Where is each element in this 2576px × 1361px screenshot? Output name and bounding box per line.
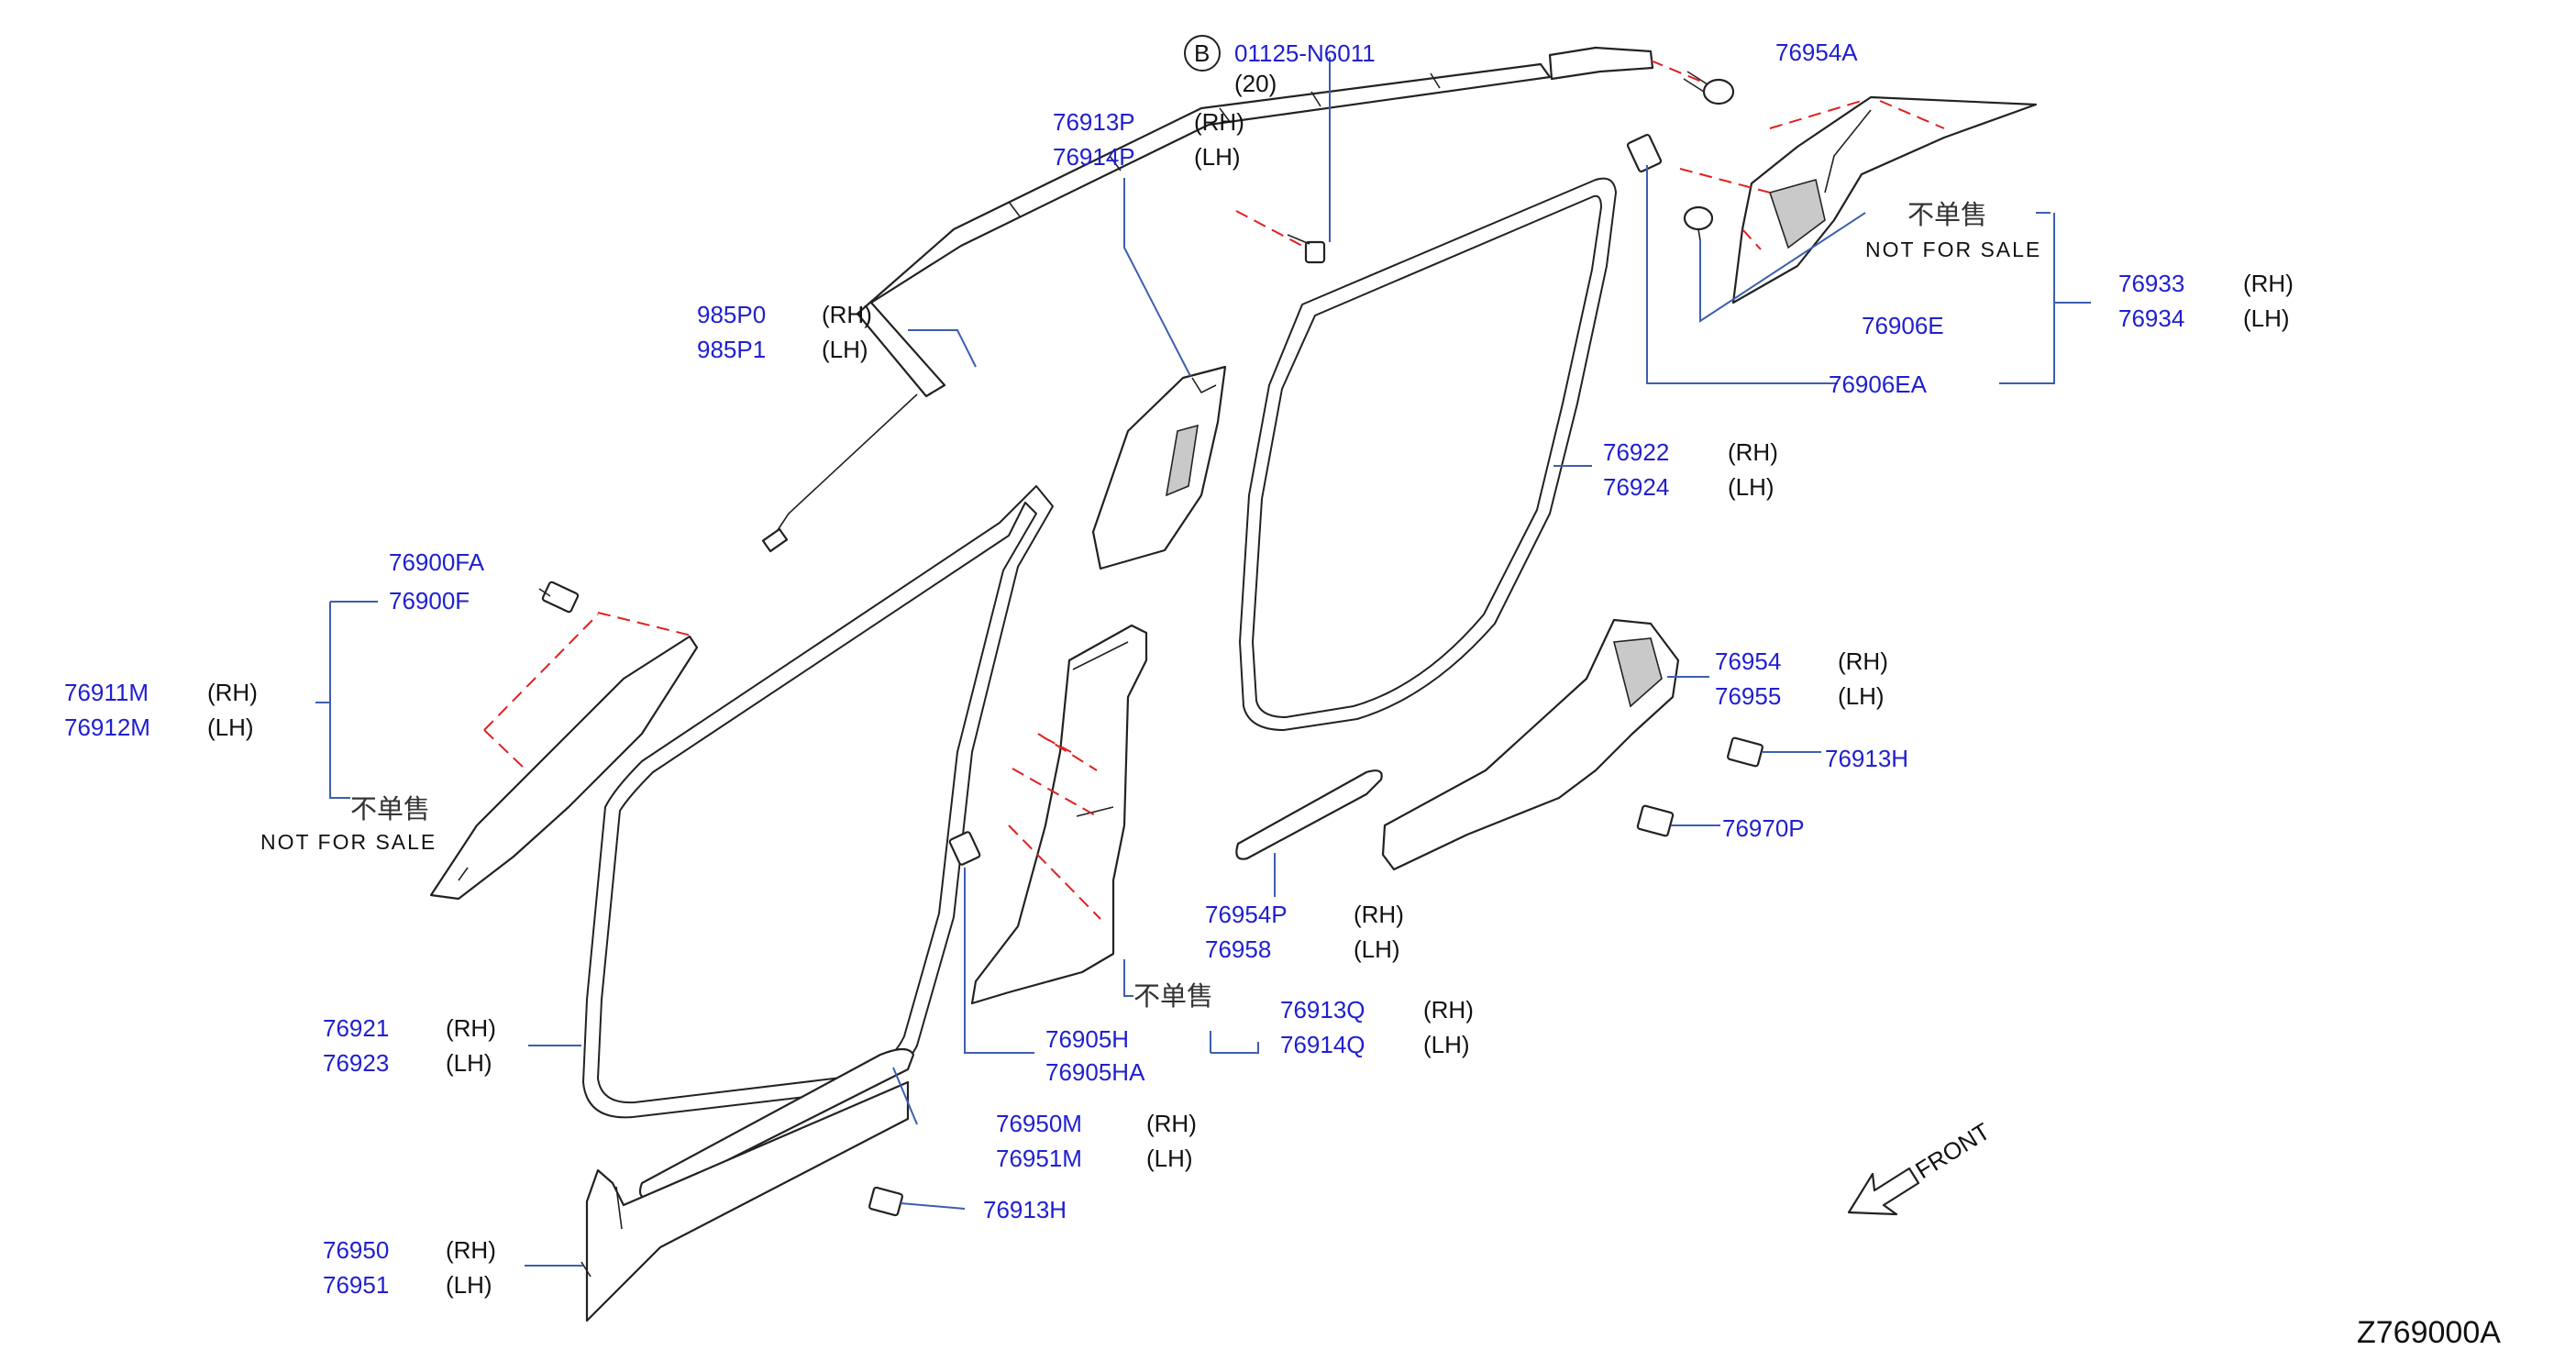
label-76954P-side: (RH) (1354, 901, 1404, 928)
label-76911M[interactable]: 76911M (64, 679, 149, 706)
label-76913H-upper[interactable]: 76913H (1825, 745, 1908, 772)
label-76954-side: (RH) (1838, 647, 1888, 675)
label-76951[interactable]: 76951 (323, 1271, 389, 1299)
center-pillar-lower[interactable] (970, 624, 1148, 1005)
clip-76913H-lower[interactable] (868, 1186, 903, 1217)
label-985P1-side: (LH) (822, 336, 868, 363)
label-76954P[interactable]: 76954P (1205, 901, 1288, 928)
label-76950M[interactable]: 76950M (996, 1110, 1082, 1137)
label-76934[interactable]: 76934 (2118, 304, 2184, 332)
label-76933-side: (RH) (2243, 270, 2294, 297)
not-for-sale-cjk-rear: 不单售 (1907, 199, 1987, 230)
b-pillar-upper-garnish[interactable] (1091, 365, 1227, 570)
label-76900FA[interactable]: 76900FA (389, 548, 485, 576)
label-76933[interactable]: 76933 (2118, 270, 2184, 297)
not-for-sale-en-rear: NOT FOR SALE (1865, 238, 2041, 261)
label-76950M-side: (RH) (1146, 1110, 1197, 1137)
front-direction-arrow (1847, 1167, 1920, 1216)
label-76922[interactable]: 76922 (1603, 438, 1669, 466)
kicking-plate-rear[interactable] (1235, 769, 1383, 860)
label-76914P[interactable]: 76914P (1053, 143, 1135, 171)
label-bolt-qty: (20) (1234, 70, 1277, 97)
rear-pillar-trim[interactable] (1731, 95, 2038, 304)
label-01125-N6011[interactable]: 01125-N6011 (1234, 39, 1376, 67)
label-76923[interactable]: 76923 (323, 1049, 389, 1077)
label-76954A[interactable]: 76954A (1775, 39, 1858, 66)
label-76951-side: (LH) (446, 1271, 492, 1299)
not-for-sale-cjk-front: 不单售 (350, 793, 430, 824)
front-door-weatherstrip[interactable] (582, 485, 1054, 1119)
front-label: FRONT (1910, 1117, 1995, 1184)
label-76922-side: (RH) (1728, 438, 1778, 466)
clip-76906EA[interactable] (1626, 133, 1663, 173)
label-76906E[interactable]: 76906E (1862, 312, 1944, 339)
label-76913Q[interactable]: 76913Q (1280, 996, 1365, 1024)
label-76913P[interactable]: 76913P (1053, 108, 1135, 136)
label-76921-side: (RH) (446, 1014, 496, 1042)
bolt-01125[interactable] (1287, 234, 1326, 264)
label-76913P-side: (RH) (1194, 108, 1244, 136)
front-kicking-plate[interactable] (638, 1047, 915, 1200)
not-for-sale-en-front: NOT FOR SALE (260, 830, 437, 854)
clip-76913H-upper[interactable] (1727, 736, 1763, 768)
label-76970P[interactable]: 76970P (1722, 814, 1805, 842)
label-76906EA[interactable]: 76906EA (1829, 371, 1928, 398)
label-76905H[interactable]: 76905H (1045, 1025, 1129, 1053)
label-76913H-lower[interactable]: 76913H (983, 1196, 1067, 1223)
label-76921[interactable]: 76921 (323, 1014, 389, 1042)
clip-76900F[interactable] (538, 581, 580, 614)
label-76923-side: (LH) (446, 1049, 492, 1077)
label-76951M[interactable]: 76951M (996, 1145, 1082, 1172)
rear-kick-trim[interactable] (1381, 618, 1680, 871)
label-76911M-side: (RH) (207, 679, 258, 706)
diagram-code: Z769000A (2357, 1315, 2501, 1350)
label-76954[interactable]: 76954 (1715, 647, 1781, 675)
leader-lines (315, 57, 2091, 1267)
label-76950-side: (RH) (446, 1236, 496, 1264)
label-76951M-side: (LH) (1146, 1145, 1193, 1172)
label-76914Q[interactable]: 76914Q (1280, 1031, 1365, 1058)
label-76913Q-side: (RH) (1423, 996, 1474, 1024)
label-76914Q-side: (LH) (1423, 1031, 1470, 1058)
clip-76905H[interactable] (948, 831, 981, 866)
label-76912M[interactable]: 76912M (64, 714, 150, 741)
curtain-airbag[interactable] (761, 46, 1654, 553)
rear-door-weatherstrip[interactable] (1239, 177, 1617, 731)
front-kick-trim[interactable] (580, 1080, 910, 1322)
clip-76970P[interactable] (1636, 804, 1675, 837)
label-985P1[interactable]: 985P1 (697, 336, 766, 363)
label-76958[interactable]: 76958 (1205, 935, 1271, 963)
label-76905HA[interactable]: 76905HA (1045, 1058, 1145, 1086)
label-76955[interactable]: 76955 (1715, 682, 1781, 710)
label-76914P-side: (LH) (1194, 143, 1241, 171)
front-pillar-garnish[interactable] (429, 635, 699, 901)
label-985P0[interactable]: 985P0 (697, 301, 766, 328)
label-76912M-side: (LH) (207, 714, 254, 741)
label-76958-side: (LH) (1354, 935, 1400, 963)
callout-b-letter: B (1194, 39, 1210, 67)
callout-b-circle (1184, 35, 1221, 72)
label-76950[interactable]: 76950 (323, 1236, 389, 1264)
label-76924-side: (LH) (1728, 473, 1774, 501)
label-76924[interactable]: 76924 (1603, 473, 1669, 501)
label-985P0-side: (RH) (822, 301, 872, 328)
label-76934-side: (LH) (2243, 304, 2290, 332)
clip-76954A[interactable] (1683, 71, 1735, 105)
label-76900F[interactable]: 76900F (389, 587, 470, 614)
clip-76906E[interactable] (1683, 205, 1714, 241)
label-76955-side: (LH) (1838, 682, 1885, 710)
not-for-sale-cjk-center: 不单售 (1133, 980, 1213, 1012)
